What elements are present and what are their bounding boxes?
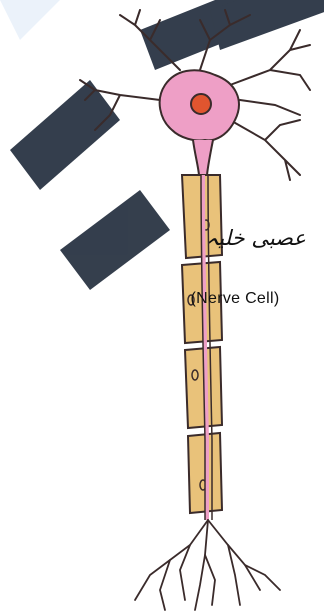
axon-hillock: [193, 140, 213, 175]
urdu-label: عصبی خلیہ: [200, 226, 312, 250]
axon-terminals: [135, 520, 280, 610]
nucleus: [191, 94, 211, 114]
english-label: (Nerve Cell): [150, 290, 320, 308]
